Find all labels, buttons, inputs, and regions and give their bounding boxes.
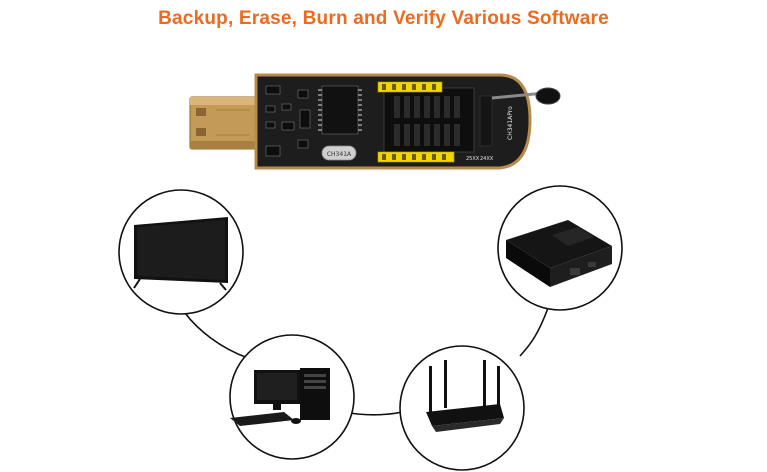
desktop-computer-device	[229, 334, 355, 460]
pin-header-top	[377, 81, 443, 93]
ch341a-programmer: CH341A	[189, 73, 561, 170]
line-router-to-box	[519, 307, 549, 357]
ch341a-chip	[318, 85, 362, 135]
desktop-computer-icon	[230, 368, 330, 426]
zif-lever	[491, 87, 561, 105]
wifi-router-icon	[426, 360, 504, 432]
crystal-oscillator: CH341A	[321, 145, 357, 161]
set-top-box-icon	[506, 220, 612, 287]
crystal-label: CH341A	[327, 151, 352, 158]
line-tv-to-pc	[184, 312, 249, 359]
tv-device	[118, 189, 244, 315]
tv-icon	[133, 217, 228, 291]
slot-label-24xx: 24XX	[480, 156, 494, 162]
zif-socket	[383, 87, 493, 153]
smd-components	[265, 85, 311, 157]
usb-plug	[189, 96, 257, 150]
headline: Backup, Erase, Burn and Verify Various S…	[158, 8, 609, 29]
pin-header-bottom	[377, 151, 455, 163]
slot-label-25xx: 25XX	[466, 156, 480, 162]
module-label: CH341APro	[507, 106, 514, 140]
tv-box-device	[497, 185, 623, 311]
router-device	[399, 345, 525, 471]
